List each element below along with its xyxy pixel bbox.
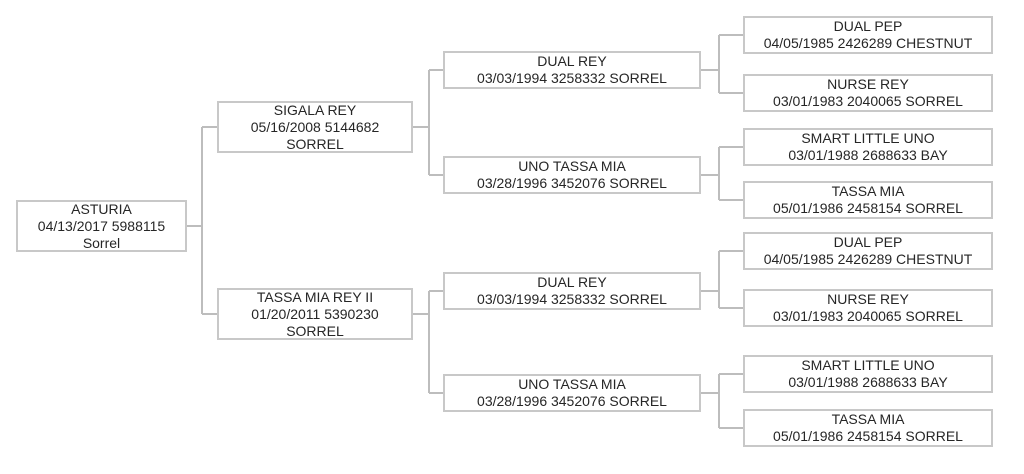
pedigree-node-dam: TASSA MIA REY II 01/20/2011 5390230 SORR… [217,288,413,340]
pedigree-node-sire-sire: DUAL REY 03/03/1994 3258332 SORREL [443,51,701,89]
pedigree-node-sd-sire: SMART LITTLE UNO 03/01/1988 2688633 BAY [743,128,993,166]
pedigree-node-sire: SIGALA REY 05/16/2008 5144682 SORREL [217,101,413,153]
horse-details: 05/01/1986 2458154 SORREL [773,200,963,216]
pedigree-node-dam-sire: DUAL REY 03/03/1994 3258332 SORREL [443,272,701,310]
pedigree-node-dd-sire: SMART LITTLE UNO 03/01/1988 2688633 BAY [743,355,993,393]
pedigree-node-dam-dam: UNO TASSA MIA 03/28/1996 3452076 SORREL [443,374,701,412]
horse-name: DUAL REY [537,274,607,290]
horse-name: TASSA MIA [831,183,905,199]
pedigree-node-dd-dam: TASSA MIA 05/01/1986 2458154 SORREL [743,409,993,447]
horse-color: SORREL [286,135,344,152]
horse-details: 05/01/1986 2458154 SORREL [773,428,963,444]
pedigree-node-root: ASTURIA 04/13/2017 5988115 Sorrel [16,200,187,252]
horse-color: Sorrel [82,234,121,251]
horse-name: DUAL PEP [833,234,903,250]
pedigree-node-ss-dam: NURSE REY 03/01/1983 2040065 SORREL [743,74,993,112]
horse-details: 03/28/1996 3452076 SORREL [477,393,667,409]
horse-details: 01/20/2011 5390230 [251,305,379,322]
horse-name: NURSE REY [827,76,909,92]
horse-details: 03/03/1994 3258332 SORREL [477,70,667,86]
pedigree-node-sd-dam: TASSA MIA 05/01/1986 2458154 SORREL [743,181,993,219]
horse-name: SIGALA REY [273,101,357,118]
horse-details: 05/16/2008 5144682 [250,118,380,135]
horse-details: 04/13/2017 5988115 [37,217,166,234]
horse-details: 03/01/1983 2040065 SORREL [773,93,963,109]
pedigree-node-sire-dam: UNO TASSA MIA 03/28/1996 3452076 SORREL [443,156,701,194]
horse-name: SMART LITTLE UNO [801,357,935,373]
horse-details: 03/28/1996 3452076 SORREL [477,175,667,191]
pedigree-node-ss-sire: DUAL PEP 04/05/1985 2426289 CHESTNUT [743,16,993,54]
pedigree-node-ds-dam: NURSE REY 03/01/1983 2040065 SORREL [743,289,993,327]
horse-name: DUAL PEP [833,18,903,34]
horse-name: SMART LITTLE UNO [801,130,935,146]
horse-details: 03/03/1994 3258332 SORREL [477,291,667,307]
horse-details: 04/05/1985 2426289 CHESTNUT [763,251,973,267]
horse-name: TASSA MIA [831,411,905,427]
horse-color: SORREL [286,322,344,339]
horse-name: UNO TASSA MIA [518,376,626,392]
pedigree-node-ds-sire: DUAL PEP 04/05/1985 2426289 CHESTNUT [743,232,993,270]
horse-name: TASSA MIA REY II [256,288,374,305]
horse-details: 03/01/1983 2040065 SORREL [773,308,963,324]
horse-name: ASTURIA [71,200,132,217]
horse-details: 04/05/1985 2426289 CHESTNUT [763,35,973,51]
horse-name: NURSE REY [827,291,909,307]
horse-details: 03/01/1988 2688633 BAY [788,147,948,163]
horse-name: DUAL REY [537,53,607,69]
horse-details: 03/01/1988 2688633 BAY [788,374,948,390]
horse-name: UNO TASSA MIA [518,158,626,174]
